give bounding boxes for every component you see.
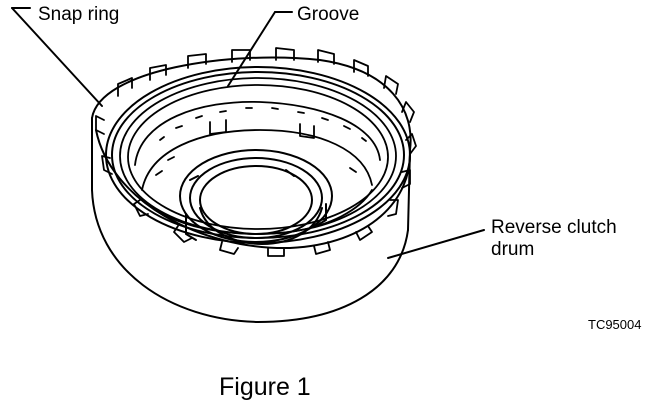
reverse-clutch-drum-label-line2: drum [491, 239, 535, 260]
snap-ring-label: Snap ring [38, 4, 120, 25]
reverse-clutch-leader [387, 229, 485, 259]
groove-leader [227, 11, 276, 87]
leader-lines [11, 7, 485, 259]
figure-caption: Figure 1 [219, 373, 311, 401]
center-hub [179, 149, 333, 245]
snap-ring-leader [11, 7, 103, 107]
inner-wall [134, 101, 381, 235]
reverse-clutch-drum-label: Reverse clutch [491, 217, 617, 238]
figure-code: TC95004 [588, 317, 642, 332]
groove-label: Groove [297, 4, 360, 25]
snap-ring [105, 66, 411, 244]
